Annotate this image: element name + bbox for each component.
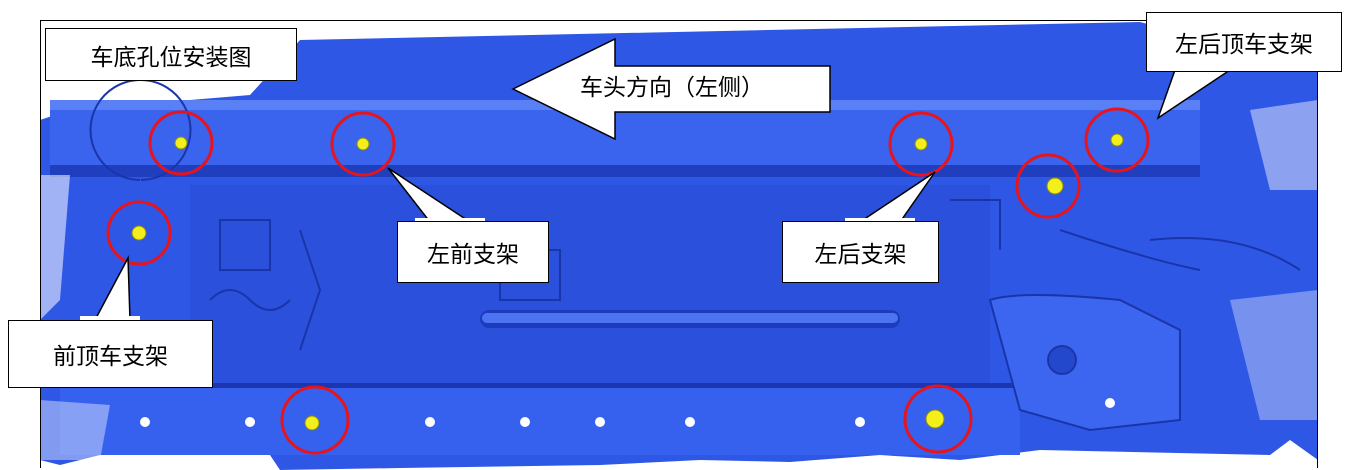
underbody-surface [40,22,1318,470]
highlight-circle [1084,107,1150,173]
highlight-circle [330,111,396,177]
highlight-circles [106,107,1150,455]
highlight-circle [148,110,214,176]
callout-pointers [93,69,1233,321]
highlight-circle [106,200,172,266]
direction-arrow [511,37,831,141]
callout-front-left-bracket: 左前支架 [397,221,549,283]
callout-rear-left-top-bracket: 左后顶车支架 [1146,12,1342,72]
highlight-circle [903,384,973,454]
upper-rail [50,110,1200,165]
direction-label: 车头方向（左侧） [580,75,764,101]
highlight-circle [280,385,350,455]
highlight-circle [1015,153,1081,219]
lower-crossmember [60,385,1020,455]
highlight-circle [888,111,954,177]
callout-rear-left-bracket: 左后支架 [782,221,939,283]
callout-front-top-bracket: 前顶车支架 [8,320,213,388]
figure-title: 车底孔位安装图 [45,28,297,81]
mount-holes [131,133,1124,431]
